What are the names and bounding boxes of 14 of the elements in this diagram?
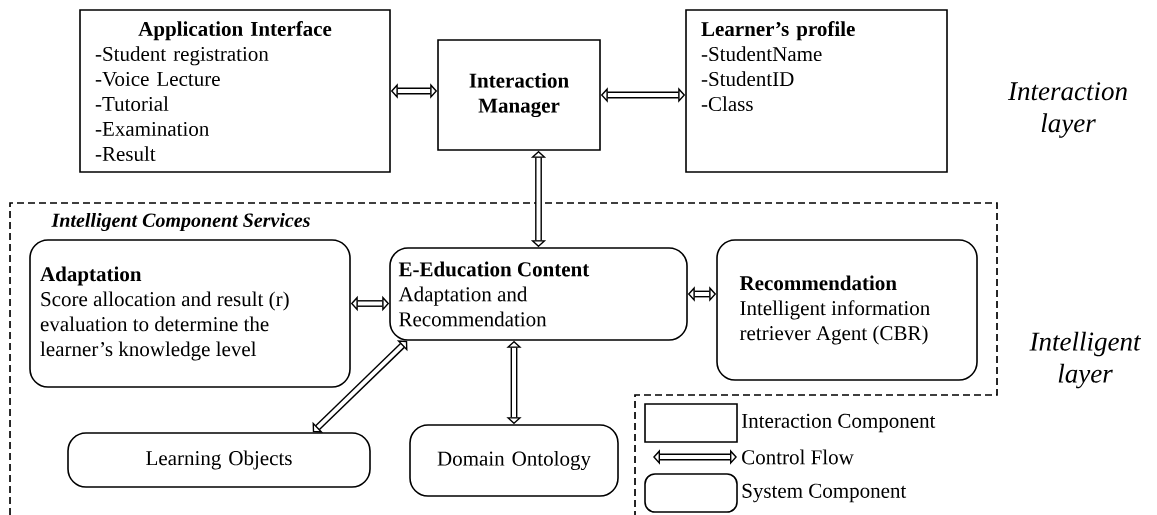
system-box: Learning Objects (67, 432, 371, 488)
layer-label: Interaction layer (1007, 82, 1127, 138)
system-box: Adaptation Score allocation and result (r) evaluation to determine the learner’s knowledge level (29, 239, 351, 388)
legend-text: Control Flow (742, 449, 854, 465)
component-box: Application Interface -Student registration -Voice Lecture -Tutorial -Examination -Result (79, 9, 391, 173)
legend-text: System Component (742, 483, 907, 503)
legend-text: Interaction Component (741, 413, 936, 433)
system-box: E-Education Content Adaptation and Recommendation (389, 247, 688, 341)
component-box: Interaction Manager (437, 39, 601, 151)
double-arrow (312, 340, 408, 433)
system-box: Domain Ontology (409, 424, 619, 497)
component-box: Learner’s profile -StudentName -StudentID -Class (685, 9, 948, 173)
system-box: Recommendation Intelligent information retriever Agent (CBR) (716, 239, 978, 381)
layer-label: Intelligent layer (1029, 331, 1142, 389)
